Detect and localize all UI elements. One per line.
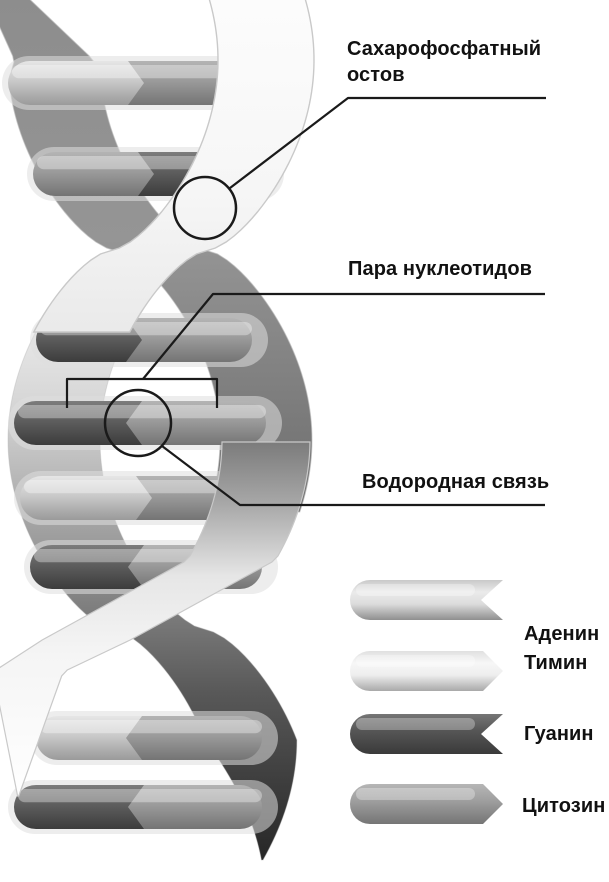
hydrogen-bond-label: Водородная связь (362, 471, 550, 493)
nucleotide-pair-label: Пара нуклеотидов (348, 258, 533, 280)
strand-back-lower (0, 441, 311, 797)
legend-label-cytosine: Цитозин (522, 795, 606, 817)
hydrogen-bond-callout-circle (103, 388, 173, 458)
hydrogen-bond-callout-line (161, 445, 545, 507)
base-pair-rung-7 (30, 711, 278, 765)
legend-shape-cytosine (350, 784, 503, 824)
backbone-callout-line (229, 96, 546, 189)
legend-label-thymine: Тимин (524, 652, 588, 674)
base-pair-rung-4 (8, 396, 282, 450)
nucleotide-pair-bracket (65, 377, 219, 408)
legend-label-guanine: Гуанин (524, 723, 594, 745)
legend-shape-adenine (350, 580, 503, 620)
base-pair-rung-8 (8, 780, 278, 834)
backbone-label: Сахарофосфатный остов (347, 38, 542, 86)
legend-label-adenine: Аденин (524, 623, 600, 645)
strand-front-upper (32, 0, 315, 333)
legend-shape-thymine (350, 651, 503, 691)
legend-shape-guanine (350, 714, 503, 754)
backbone-callout-circle (172, 175, 238, 241)
nucleotide-pair-callout-line (142, 292, 545, 380)
